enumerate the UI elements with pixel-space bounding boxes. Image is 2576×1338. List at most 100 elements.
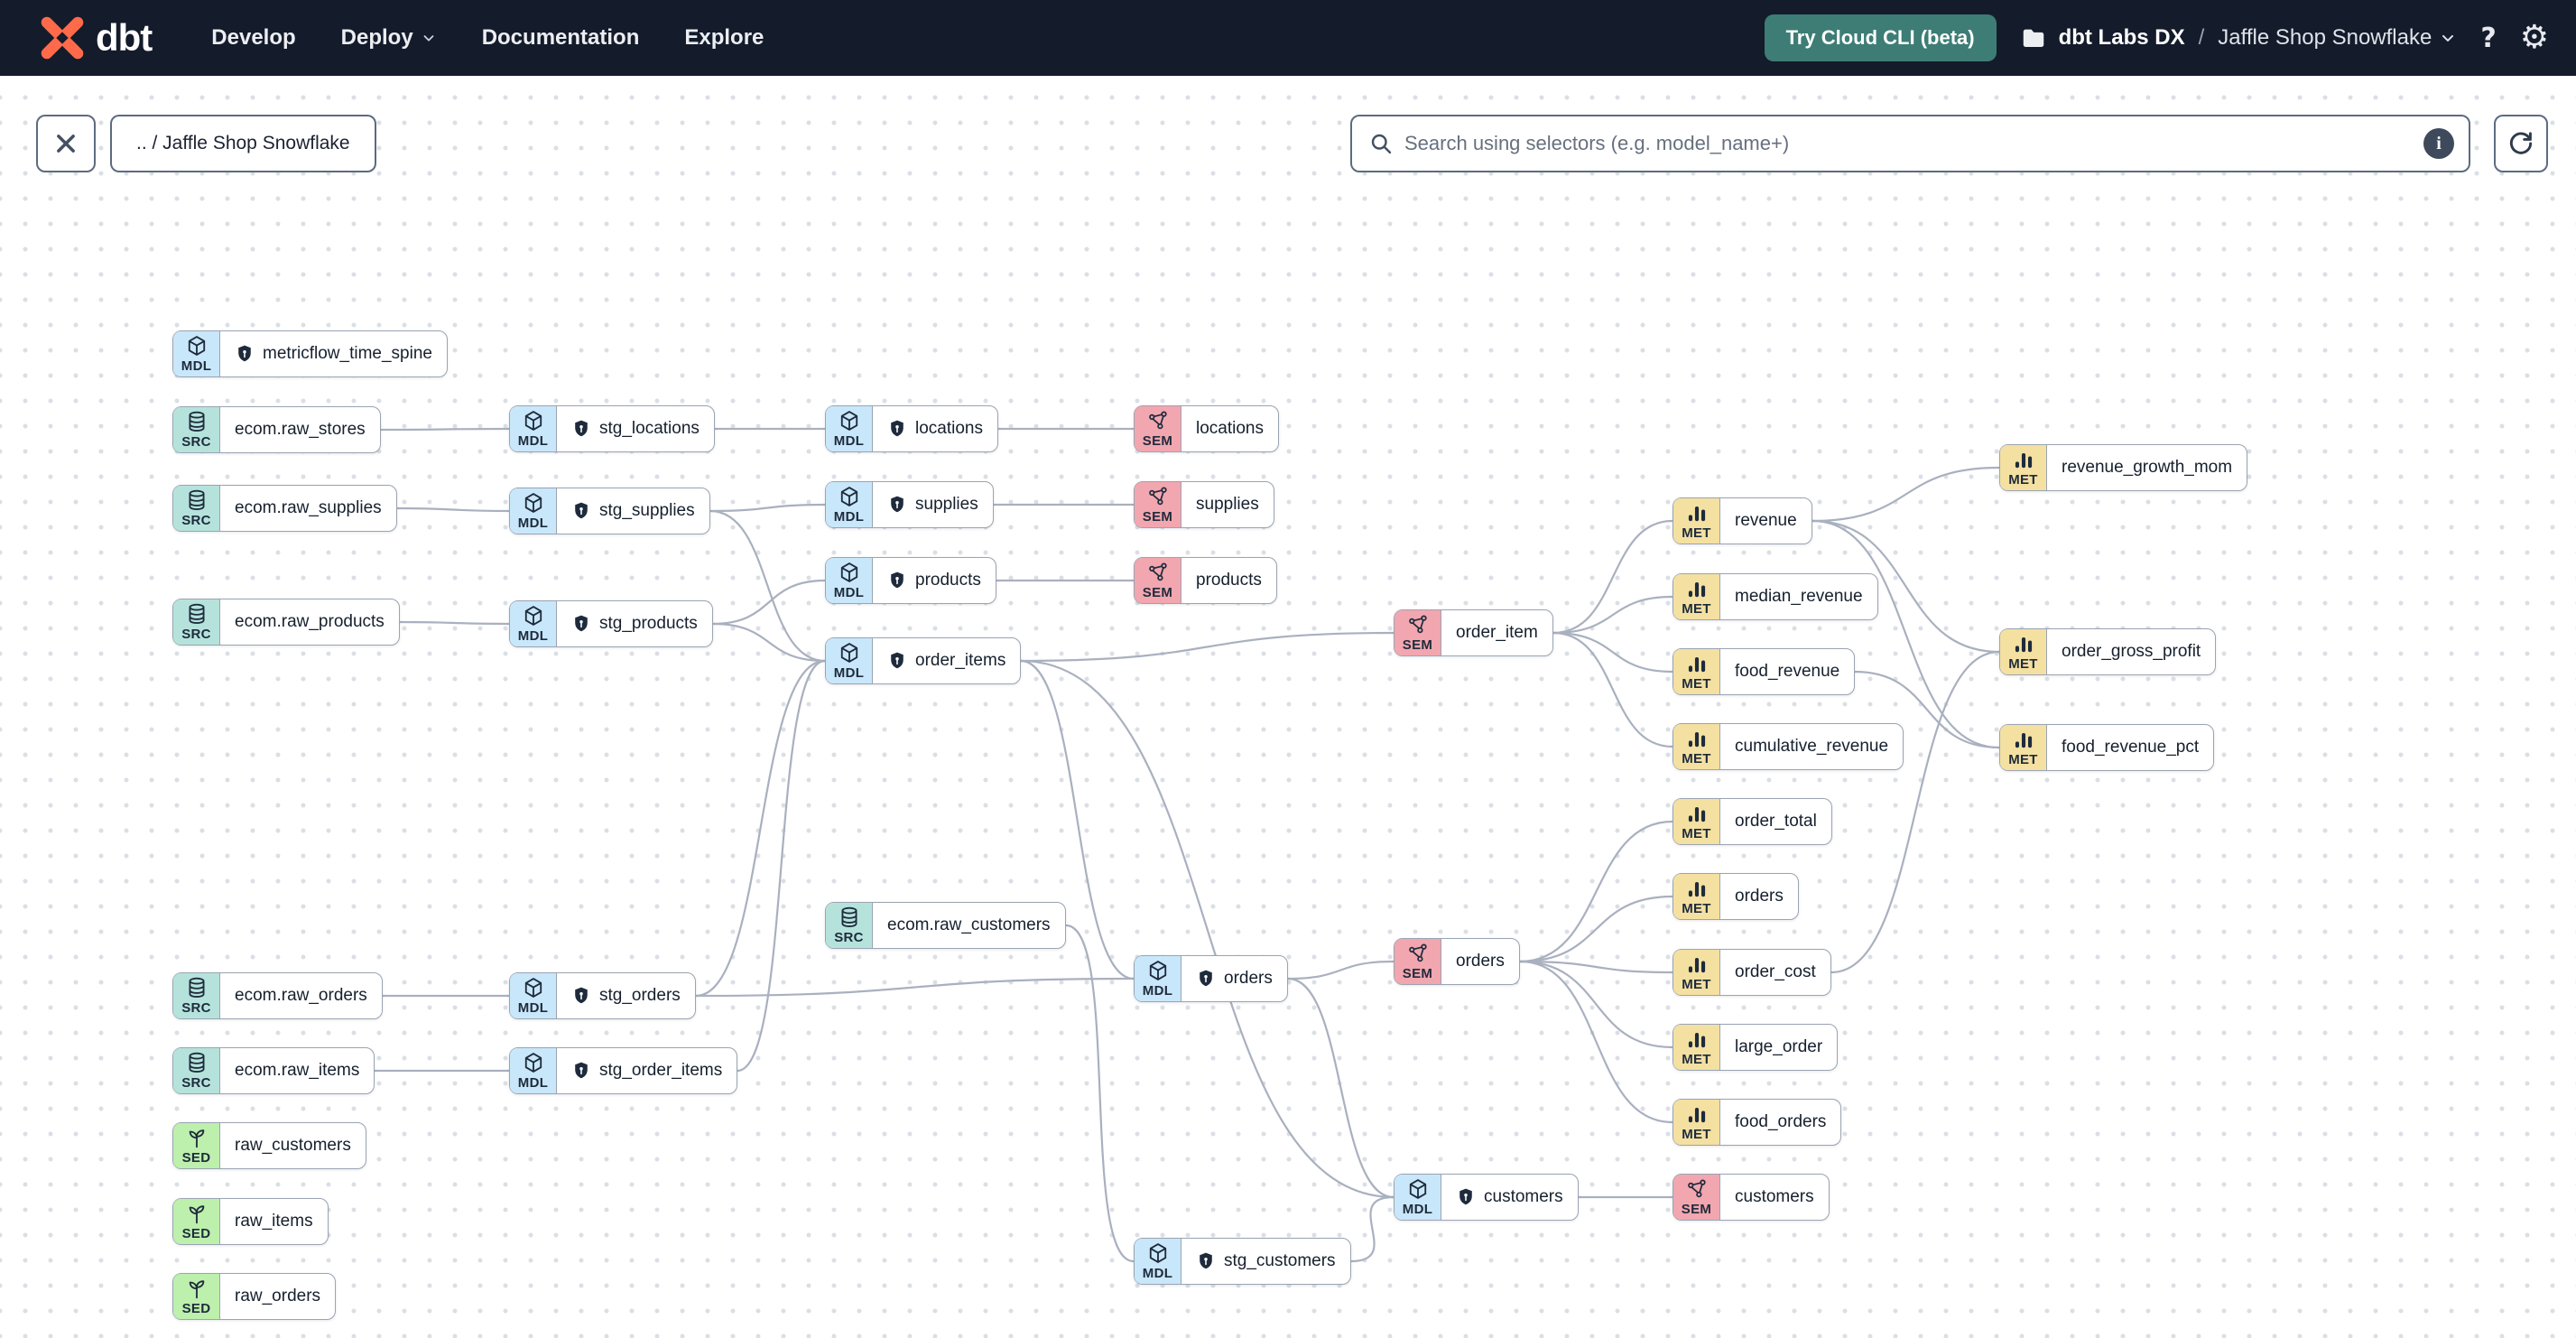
node-label: ecom.raw_customers (887, 915, 1051, 934)
edge-src_raw_products-mdl_stg_products (399, 620, 510, 626)
metric-bars-icon (2015, 452, 2032, 469)
node-mdl_customers[interactable]: MDL customers (1394, 1174, 1579, 1221)
node-sem_customers[interactable]: SEM customers (1673, 1174, 1830, 1221)
metric-bars-icon (1688, 731, 1705, 748)
try-cloud-cli-button[interactable]: Try Cloud CLI (beta) (1764, 14, 1997, 61)
breadcrumb[interactable]: .. / Jaffle Shop Snowflake (110, 115, 376, 172)
node-type-badge: MDL (1135, 1239, 1181, 1284)
edge-mdl_order_items-mdl_orders (1020, 659, 1135, 980)
node-sem_order_item[interactable]: SEM order_item (1394, 609, 1553, 656)
node-met_order_gross_profit[interactable]: MET order_gross_profit (1999, 628, 2217, 675)
nav-item-deploy[interactable]: Deploy (341, 25, 437, 51)
node-sem_orders[interactable]: SEM orders (1394, 938, 1520, 985)
node-type-label: SEM (1142, 585, 1173, 600)
node-sed_raw_items[interactable]: SED raw_items (172, 1198, 329, 1245)
model-cube-icon (524, 1053, 542, 1073)
node-mdl_stg_customers[interactable]: MDL stg_customers (1134, 1238, 1351, 1285)
metric-bars-icon (2015, 732, 2032, 748)
edge-mdl_stg_customers-mdl_customers (1350, 1195, 1395, 1263)
node-mdl_orders[interactable]: MDL orders (1134, 955, 1288, 1002)
node-mdl_order_items[interactable]: MDL order_items (825, 637, 1022, 684)
node-mdl_stg_order_items[interactable]: MDL stg_order_items (509, 1047, 738, 1094)
node-type-badge: MET (1673, 874, 1720, 919)
node-type-label: SRC (181, 627, 211, 642)
node-name-area: ecom.raw_stores (220, 407, 380, 452)
close-lineage-button[interactable] (36, 115, 96, 172)
node-label: raw_items (235, 1212, 313, 1231)
node-label: orders (1224, 969, 1273, 988)
node-type-label: MDL (833, 433, 865, 449)
node-src_raw_supplies[interactable]: SRC ecom.raw_supplies (172, 485, 397, 532)
edge-met_revenue-met_food_revenue_pct (1812, 519, 2000, 749)
node-met_food_revenue[interactable]: MET food_revenue (1673, 648, 1856, 695)
node-type-label: MET (1682, 751, 1711, 767)
node-met_food_revenue_pct[interactable]: MET food_revenue_pct (1999, 724, 2215, 771)
node-met_revenue_growth_mom[interactable]: MET revenue_growth_mom (1999, 444, 2248, 491)
edge-mdl_orders-sem_orders (1287, 960, 1395, 980)
metric-bars-icon (1688, 581, 1705, 598)
model-cube-icon (1149, 1243, 1166, 1263)
node-type-badge: MDL (510, 1048, 557, 1093)
node-met_median_revenue[interactable]: MET median_revenue (1673, 573, 1878, 620)
nav-item-develop[interactable]: Develop (211, 25, 296, 50)
edge-mdl_stg_supplies-mdl_order_items (709, 509, 826, 663)
node-src_raw_stores[interactable]: SRC ecom.raw_stores (172, 406, 381, 453)
node-name-area: food_revenue (1720, 649, 1854, 694)
project-switcher[interactable]: dbt Labs DX / Jaffle Shop Snowflake (2020, 24, 2458, 51)
node-mdl_supplies[interactable]: MDL supplies (825, 481, 994, 528)
node-met_order_total[interactable]: MET order_total (1673, 798, 1832, 845)
node-label: orders (1456, 952, 1505, 971)
node-mdl_products[interactable]: MDL products (825, 557, 996, 604)
node-type-badge: MDL (1395, 1175, 1441, 1220)
node-mdl_stg_orders[interactable]: MDL stg_orders (509, 972, 696, 1019)
node-sed_raw_customers[interactable]: SED raw_customers (172, 1122, 366, 1169)
info-icon[interactable]: i (2423, 128, 2454, 159)
node-mdl_stg_products[interactable]: MDL stg_products (509, 600, 713, 647)
nav-item-explore[interactable]: Explore (684, 25, 764, 50)
node-src_raw_orders[interactable]: SRC ecom.raw_orders (172, 972, 383, 1019)
node-type-label: SEM (1142, 509, 1173, 525)
node-type-label: MET (1682, 1127, 1711, 1142)
node-src_raw_items[interactable]: SRC ecom.raw_items (172, 1047, 375, 1094)
node-mdl_stg_locations[interactable]: MDL stg_locations (509, 405, 715, 452)
node-mdl_stg_supplies[interactable]: MDL stg_supplies (509, 488, 710, 534)
source-database-icon (188, 489, 205, 510)
source-database-icon (188, 411, 205, 432)
node-type-badge: MDL (510, 973, 557, 1018)
node-src_raw_products[interactable]: SRC ecom.raw_products (172, 599, 400, 646)
chevron-down-icon (2442, 34, 2454, 42)
help-button[interactable]: ? (2480, 23, 2496, 54)
node-met_food_orders[interactable]: MET food_orders (1673, 1099, 1842, 1146)
search-input[interactable] (1404, 132, 2413, 155)
nav-item-documentation[interactable]: Documentation (481, 25, 640, 50)
node-mdl_metricflow_time_spine[interactable]: MDL metricflow_time_spine (172, 330, 448, 377)
node-sed_raw_orders[interactable]: SED raw_orders (172, 1273, 337, 1320)
folder-icon (2023, 29, 2043, 47)
node-met_cumulative_revenue[interactable]: MET cumulative_revenue (1673, 723, 1904, 770)
node-met_orders[interactable]: MET orders (1673, 873, 1799, 920)
node-type-badge: SEM (1395, 610, 1441, 655)
node-src_raw_customers[interactable]: SRC ecom.raw_customers (825, 902, 1066, 949)
node-label: order_gross_profit (2062, 642, 2201, 661)
settings-button[interactable]: ⚙ (2520, 22, 2549, 54)
node-sem_locations[interactable]: SEM locations (1134, 405, 1279, 452)
metric-bars-icon (1688, 1107, 1705, 1123)
node-sem_products[interactable]: SEM products (1134, 557, 1277, 604)
node-type-badge: SEM (1135, 482, 1181, 527)
node-met_large_order[interactable]: MET large_order (1673, 1024, 1839, 1071)
model-cube-icon (840, 562, 857, 582)
edge-mdl_stg_products-mdl_order_items (712, 622, 826, 663)
node-name-area: locations (1181, 406, 1278, 451)
node-label: revenue (1735, 511, 1797, 530)
node-mdl_locations[interactable]: MDL locations (825, 405, 998, 452)
node-sem_supplies[interactable]: SEM supplies (1134, 481, 1274, 528)
node-label: food_orders (1735, 1112, 1827, 1131)
node-type-label: MET (1682, 901, 1711, 916)
node-name-area: supplies (1181, 482, 1274, 527)
node-type-label: MET (1682, 525, 1711, 541)
refresh-button[interactable] (2494, 115, 2548, 172)
node-met_order_cost[interactable]: MET order_cost (1673, 949, 1831, 996)
node-met_revenue[interactable]: MET revenue (1673, 497, 1812, 544)
dbt-logo[interactable]: dbt (38, 14, 153, 62)
